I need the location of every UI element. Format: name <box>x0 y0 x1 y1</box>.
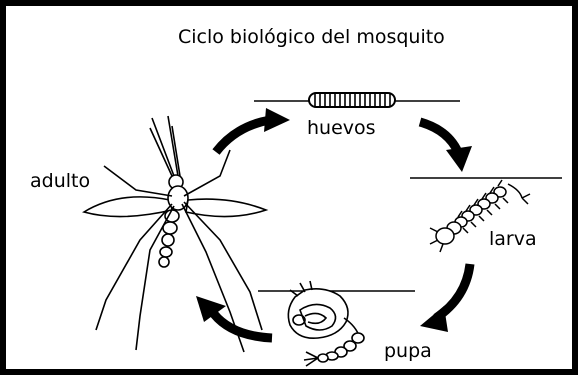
diagram-title: Ciclo biológico del mosquito <box>178 26 445 48</box>
eggs-illustration <box>308 92 396 108</box>
arrow-adult-to-eggs <box>212 108 290 155</box>
cycle-arrows <box>196 108 475 343</box>
pupa-illustration <box>287 280 365 367</box>
stage-label-larva: larva <box>489 228 537 250</box>
stage-label-eggs: huevos <box>307 117 376 139</box>
larva-illustration <box>429 179 531 253</box>
stage-label-pupa: pupa <box>384 340 432 362</box>
arrow-pupa-to-adult <box>196 296 273 343</box>
stage-label-adult: adulto <box>30 170 91 192</box>
arrow-larva-to-pupa <box>420 263 475 332</box>
arrow-eggs-to-larva <box>418 117 472 172</box>
mosquito-adult-illustration <box>82 115 269 353</box>
